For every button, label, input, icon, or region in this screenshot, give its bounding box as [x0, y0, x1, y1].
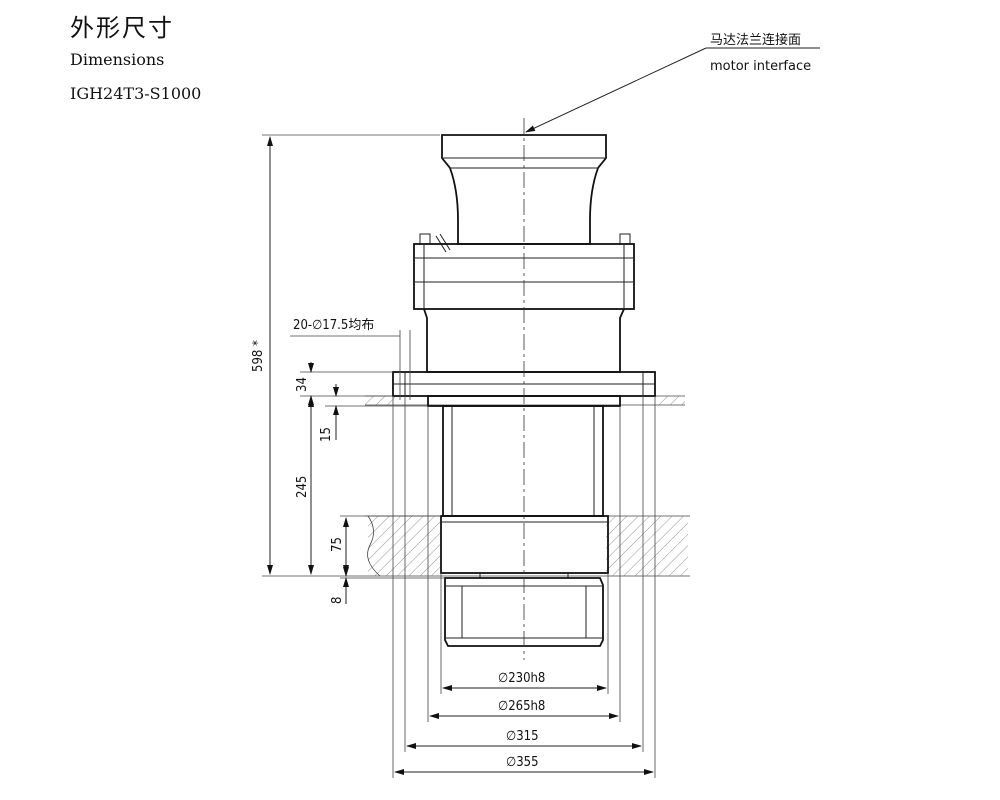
title-english: Dimensions — [70, 50, 165, 69]
dim-flange-stack: 34 15 — [295, 362, 428, 442]
dim-d315: ∅315 — [406, 729, 642, 749]
dim-34-label: 34 — [295, 377, 310, 392]
dim-598-label: 598 * — [251, 340, 266, 372]
mounting-surface-lower — [365, 515, 690, 577]
mounting-surface-upper — [365, 395, 685, 406]
diameter-extension-lines — [392, 396, 656, 778]
dim-75-label: 75 — [330, 537, 345, 552]
dim-d230: ∅230h8 — [442, 671, 607, 691]
dim-overall-height: 598 * — [251, 134, 440, 577]
title-chinese: 外形尺寸 — [70, 14, 174, 42]
dim-245-label: 245 — [295, 476, 310, 498]
dim-d265-label: ∅265h8 — [498, 699, 545, 714]
dim-body-length: 245 — [295, 397, 314, 575]
dim-holes-label: 20-∅17.5均布 — [293, 318, 374, 333]
dim-d355: ∅355 — [394, 755, 654, 775]
dim-d265: ∅265h8 — [429, 699, 619, 719]
dim-d315-label: ∅315 — [506, 729, 539, 744]
motor-interface-callout: 马达法兰连接面 motor interface — [525, 32, 820, 133]
callout-label-zh: 马达法兰连接面 — [710, 32, 801, 48]
dim-seat: 75 8 — [330, 515, 445, 604]
dim-d355-label: ∅355 — [506, 755, 539, 770]
dim-d230-label: ∅230h8 — [498, 671, 545, 686]
model-number: IGH24T3-S1000 — [70, 84, 202, 103]
dim-8-label: 8 — [330, 597, 345, 604]
dim-holes: 20-∅17.5均布 — [290, 318, 411, 400]
dim-15-label: 15 — [319, 427, 334, 442]
callout-label-en: motor interface — [710, 59, 811, 74]
